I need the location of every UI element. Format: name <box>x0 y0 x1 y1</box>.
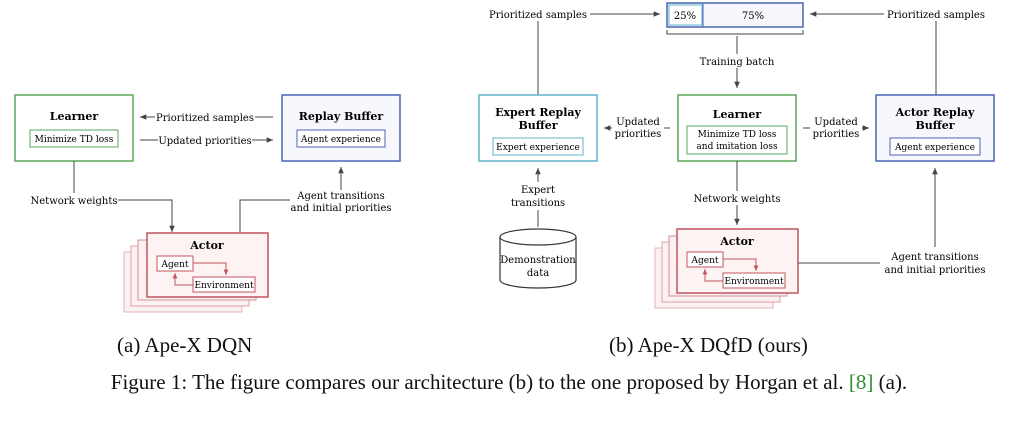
replay-buffer-inner-a: Agent experience <box>300 135 381 145</box>
batch-bracket <box>666 30 804 35</box>
batch-left-percent: 25% <box>674 11 696 22</box>
label-updated-b-right-2: priorities <box>813 129 860 140</box>
expert-buffer-inner: Expert experience <box>496 143 580 153</box>
learner-title-b: Learner <box>713 108 762 121</box>
label-transitions-b-2: and initial priorities <box>884 265 985 276</box>
actor-buffer-title-2: Buffer <box>915 119 954 132</box>
figure-caption: Figure 1: The figure compares our archit… <box>0 370 1018 395</box>
label-prioritized-b-left: Prioritized samples <box>489 10 587 21</box>
caption-text-after: (a). <box>873 370 908 394</box>
expert-buffer-title-1: Expert Replay <box>495 106 581 119</box>
label-transitions-b-1: Agent transitions <box>890 252 979 263</box>
label-updated-b-right-1: Updated <box>814 117 858 128</box>
expert-buffer-box: Expert Replay Buffer Expert experience <box>478 94 598 162</box>
label-updated-a: Updated priorities <box>158 136 251 147</box>
environment-label-b: Environment <box>724 277 784 287</box>
environment-label-a: Environment <box>194 281 254 291</box>
actor-title-b: Actor <box>719 235 754 248</box>
actor-buffer-title-1: Actor Replay <box>895 106 975 119</box>
replay-buffer-title-a: Replay Buffer <box>299 110 384 123</box>
learner-inner-b-2: and imitation loss <box>696 142 778 152</box>
demo-line-1: Demonstration <box>500 255 576 266</box>
label-updated-b-left-1: Updated <box>616 117 660 128</box>
learner-box-b: Learner Minimize TD loss and imitation l… <box>677 94 797 162</box>
batch-right-percent: 75% <box>742 11 764 22</box>
agent-label-a: Agent <box>161 260 189 270</box>
caption-text-before: Figure 1: The figure compares our archit… <box>110 370 849 394</box>
actor-stack-a: Actor Agent Environment <box>123 232 269 313</box>
label-prioritized-a: Prioritized samples <box>156 113 254 124</box>
arrow-network-a <box>120 199 175 232</box>
learner-box-a: Learner Minimize TD loss <box>14 94 134 162</box>
learner-inner-a: Minimize TD loss <box>35 135 114 145</box>
label-updated-b-left-2: priorities <box>615 129 662 140</box>
diagram-b: 25% 75% Prioritized samples Prioritized … <box>478 2 995 309</box>
line-transitions-a <box>239 199 290 232</box>
label-training-batch: Training batch <box>700 57 775 68</box>
label-network-b: Network weights <box>694 194 781 205</box>
replay-buffer-box-a: Replay Buffer Agent experience <box>281 94 401 162</box>
training-batch-box: 25% 75% <box>666 2 804 35</box>
actor-stack-b: Actor Agent Environment <box>654 228 799 309</box>
learner-inner-b-1: Minimize TD loss <box>698 130 777 140</box>
arrow-prioritized-b-right <box>810 11 937 95</box>
actor-buffer-box: Actor Replay Buffer Agent experience <box>875 94 995 162</box>
sublabel-b: (b) Ape-X DQfD (ours) <box>609 333 808 357</box>
learner-title-a: Learner <box>50 110 99 123</box>
arrow-prioritized-b-left <box>537 11 660 95</box>
caption-reference-link[interactable]: [8] <box>848 370 874 394</box>
demo-line-2: data <box>527 268 549 279</box>
label-expert-1: Expert <box>521 185 555 196</box>
label-transitions-a-2: and initial priorities <box>290 203 391 214</box>
demonstration-data-cylinder: Demonstration data <box>499 228 577 289</box>
diagram-a: Learner Minimize TD loss Replay Buffer A… <box>14 94 401 313</box>
label-expert-2: transitions <box>511 198 565 209</box>
label-network-a: Network weights <box>31 196 118 207</box>
expert-buffer-title-2: Buffer <box>518 119 557 132</box>
agent-label-b: Agent <box>691 256 719 266</box>
label-transitions-a-1: Agent transitions <box>296 191 385 202</box>
actor-title-a: Actor <box>189 239 224 252</box>
sublabel-a: (a) Ape-X DQN <box>117 333 253 357</box>
actor-buffer-inner: Agent experience <box>894 143 975 153</box>
label-prioritized-b-right: Prioritized samples <box>887 10 985 21</box>
